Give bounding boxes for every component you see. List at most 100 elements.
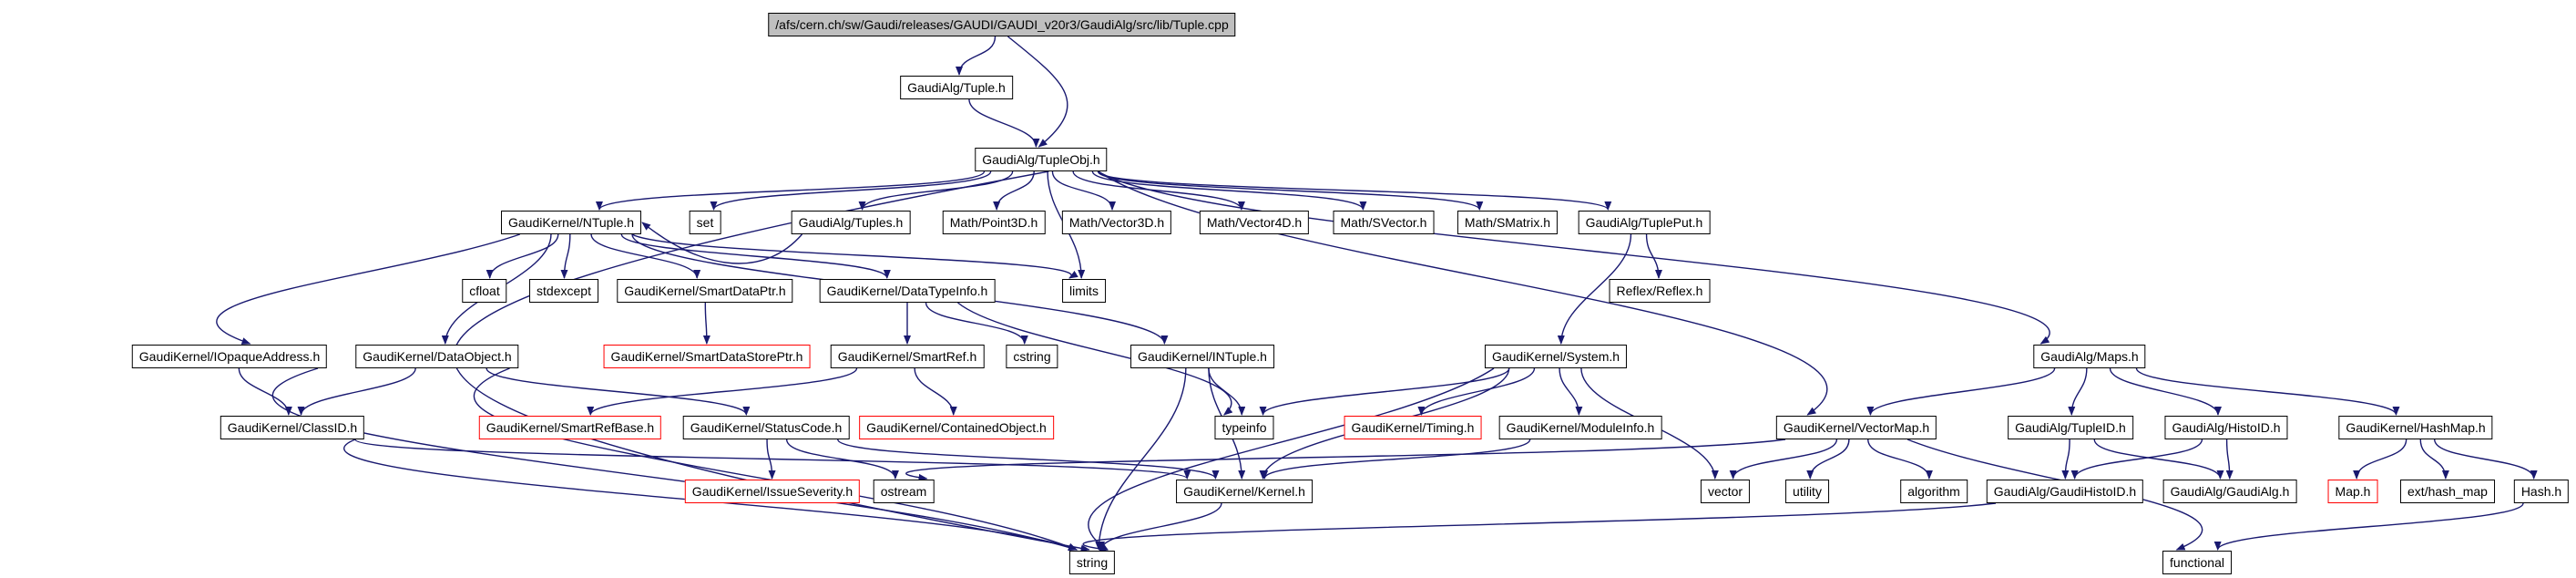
graph-node-functional[interactable]: functional: [2162, 551, 2232, 574]
graph-node-vector4d_h[interactable]: Math/Vector4D.h: [1199, 211, 1310, 234]
graph-node-hash_h[interactable]: Hash.h: [2513, 480, 2570, 503]
graph-node-smartdataptr_h[interactable]: GaudiKernel/SmartDataPtr.h: [617, 279, 793, 303]
graph-node-intuple_h[interactable]: GaudiKernel/INTuple.h: [1130, 345, 1274, 368]
edge-tupleobj_h-vectormap_h: [1098, 170, 1828, 416]
edge-tupleobj_h-tuples_h: [858, 170, 1014, 211]
edge-dataobject_h-string: [474, 367, 1078, 551]
graph-node-tuples_h[interactable]: GaudiAlg/Tuples.h: [791, 211, 911, 234]
edge-tupleobj_h-set: [710, 170, 992, 211]
edge-datatypeinfo_h-cstring: [925, 302, 1028, 345]
edge-maps_h-vectormap_h: [1866, 367, 2056, 416]
graph-node-gaudihistoid_h[interactable]: GaudiAlg/GaudiHistoID.h: [1986, 480, 2144, 503]
edge-tuple_cpp-tuple_h: [956, 36, 997, 76]
graph-node-utility[interactable]: utility: [1785, 480, 1829, 503]
edge-tupleobj_h-smatrix_h: [1097, 170, 1484, 211]
graph-node-datatypeinfo_h[interactable]: GaudiKernel/DataTypeInfo.h: [819, 279, 996, 303]
graph-node-vector[interactable]: vector: [1700, 480, 1751, 503]
edge-maps_h-tupleid_h: [2068, 367, 2088, 416]
edge-moduleinfo_h-kernel_h: [1261, 439, 1531, 480]
graph-node-smatrix_h[interactable]: Math/SMatrix.h: [1457, 211, 1559, 234]
edge-ntuple_h-iopaqueaddress_h: [216, 233, 520, 345]
edge-tupleobj_h-point3d_h: [993, 170, 1035, 211]
edge-dataobject_h-statuscode_h: [486, 367, 751, 416]
graph-node-set[interactable]: set: [689, 211, 721, 234]
edge-vectormap_h-algorithm: [1867, 439, 1933, 480]
edge-tuples_h-ntuple_h: [641, 222, 803, 264]
graph-node-hashmap_h[interactable]: GaudiKernel/HashMap.h: [2338, 416, 2493, 439]
edge-kernel_h-string: [1098, 502, 1222, 551]
graph-node-gaudialg_h[interactable]: GaudiAlg/GaudiAlg.h: [2162, 480, 2297, 503]
graph-node-classid_h[interactable]: GaudiKernel/ClassID.h: [220, 416, 365, 439]
graph-node-dataobject_h[interactable]: GaudiKernel/DataObject.h: [355, 345, 519, 368]
edge-smartdataptr_h-smartdatastoreptr_h: [702, 302, 710, 345]
edge-intuple_h-string: [1095, 367, 1187, 551]
edge-tupleput_h-reflex_h: [1645, 233, 1662, 279]
edge-ntuple_h-limits: [631, 233, 1078, 279]
edge-tupleid_h-gaudialg_h: [2093, 439, 2224, 480]
graph-node-maps_h[interactable]: GaudiAlg/Maps.h: [2033, 345, 2146, 368]
edge-vectormap_h-vector: [1729, 439, 1838, 480]
edge-dataobject_h-classid_h: [297, 367, 416, 416]
graph-node-svector_h[interactable]: Math/SVector.h: [1333, 211, 1435, 234]
edge-tupleobj_h-svector_h: [1091, 170, 1367, 211]
edge-tupleobj_h-maps_h: [1098, 170, 2050, 345]
edge-statuscode_h-ostream: [785, 439, 899, 480]
edge-histoid_h-gaudihistoid_h: [2070, 439, 2203, 480]
edge-smartref_h-containedobject_h: [914, 367, 957, 416]
edge-tupleobj_h-tupleput_h: [1097, 170, 1612, 211]
edge-tupleobj_h-vector3d_h: [1051, 170, 1116, 211]
graph-node-algorithm[interactable]: algorithm: [1900, 480, 1968, 503]
graph-node-tupleobj_h[interactable]: GaudiAlg/TupleObj.h: [975, 148, 1108, 171]
edge-system_h-string: [1088, 367, 1495, 551]
graph-node-moduleinfo_h[interactable]: GaudiKernel/ModuleInfo.h: [1498, 416, 1662, 439]
graph-node-issueseverity_h[interactable]: GaudiKernel/IssueSeverity.h: [684, 480, 861, 503]
graph-node-kernel_h[interactable]: GaudiKernel/Kernel.h: [1176, 480, 1313, 503]
graph-node-system_h[interactable]: GaudiKernel/System.h: [1484, 345, 1628, 368]
edge-hashmap_h-hash_h: [2434, 439, 2538, 480]
edge-gaudihistoid_h-string: [1082, 502, 1997, 552]
edge-hashmap_h-exthashmap: [2419, 439, 2449, 480]
graph-node-typeinfo[interactable]: typeinfo: [1214, 416, 1274, 439]
edge-tuple_h-tupleobj_h: [968, 98, 1040, 148]
edge-hash_h-functional: [2213, 502, 2524, 551]
graph-node-smartrefbase_h[interactable]: GaudiKernel/SmartRefBase.h: [478, 416, 662, 439]
edge-system_h-typeinfo: [1259, 367, 1510, 416]
edge-statuscode_h-issueseverity_h: [766, 439, 776, 480]
graph-node-string[interactable]: string: [1068, 551, 1116, 574]
graph-node-ostream[interactable]: ostream: [873, 480, 935, 503]
edge-vectormap_h-utility: [1806, 439, 1850, 480]
edge-system_h-timing_h: [1417, 367, 1536, 416]
graph-node-ntuple_h[interactable]: GaudiKernel/NTuple.h: [500, 211, 642, 234]
edge-histoid_h-gaudialg_h: [2225, 439, 2234, 480]
edge-maps_h-hashmap_h: [2135, 367, 2400, 416]
graph-node-reflex_h[interactable]: Reflex/Reflex.h: [1609, 279, 1711, 303]
edge-iopaqueaddress_h-classid_h: [238, 367, 292, 416]
graph-node-vectormap_h[interactable]: GaudiKernel/VectorMap.h: [1775, 416, 1937, 439]
graph-node-statuscode_h[interactable]: GaudiKernel/StatusCode.h: [682, 416, 850, 439]
graph-node-exthashmap[interactable]: ext/hash_map: [2400, 480, 2495, 503]
graph-node-tuple_h[interactable]: GaudiAlg/Tuple.h: [900, 76, 1013, 99]
graph-node-smartref_h[interactable]: GaudiKernel/SmartRef.h: [830, 345, 985, 368]
graph-node-timing_h[interactable]: GaudiKernel/Timing.h: [1344, 416, 1482, 439]
graph-node-smartdatastoreptr_h[interactable]: GaudiKernel/SmartDataStorePtr.h: [603, 345, 811, 368]
edge-tuple_cpp-tupleobj_h: [1007, 36, 1068, 148]
graph-node-tupleput_h[interactable]: GaudiAlg/TuplePut.h: [1578, 211, 1711, 234]
graph-node-iopaqueaddress_h[interactable]: GaudiKernel/IOpaqueAddress.h: [131, 345, 328, 368]
graph-node-vector3d_h[interactable]: Math/Vector3D.h: [1061, 211, 1172, 234]
edge-vectormap_h-ostream: [905, 439, 1786, 481]
graph-node-point3d_h[interactable]: Math/Point3D.h: [942, 211, 1046, 234]
graph-node-map_h[interactable]: Map.h: [2327, 480, 2378, 503]
edge-ntuple_h-cfloat: [486, 233, 559, 279]
graph-node-tuple_cpp[interactable]: /afs/cern.ch/sw/Gaudi/releases/GAUDI/GAU…: [768, 13, 1236, 36]
graph-node-containedobject_h[interactable]: GaudiKernel/ContainedObject.h: [859, 416, 1054, 439]
graph-node-stdexcept[interactable]: stdexcept: [529, 279, 598, 303]
edge-statuscode_h-kernel_h: [837, 439, 1220, 480]
edge-tupleput_h-system_h: [1557, 233, 1632, 345]
graph-node-tupleid_h[interactable]: GaudiAlg/TupleID.h: [2008, 416, 2133, 439]
graph-node-cstring[interactable]: cstring: [1006, 345, 1058, 368]
edge-system_h-moduleinfo_h: [1559, 367, 1583, 416]
graph-node-limits[interactable]: limits: [1062, 279, 1106, 303]
graph-node-histoid_h[interactable]: GaudiAlg/HistoID.h: [2164, 416, 2288, 439]
graph-node-cfloat[interactable]: cfloat: [462, 279, 507, 303]
